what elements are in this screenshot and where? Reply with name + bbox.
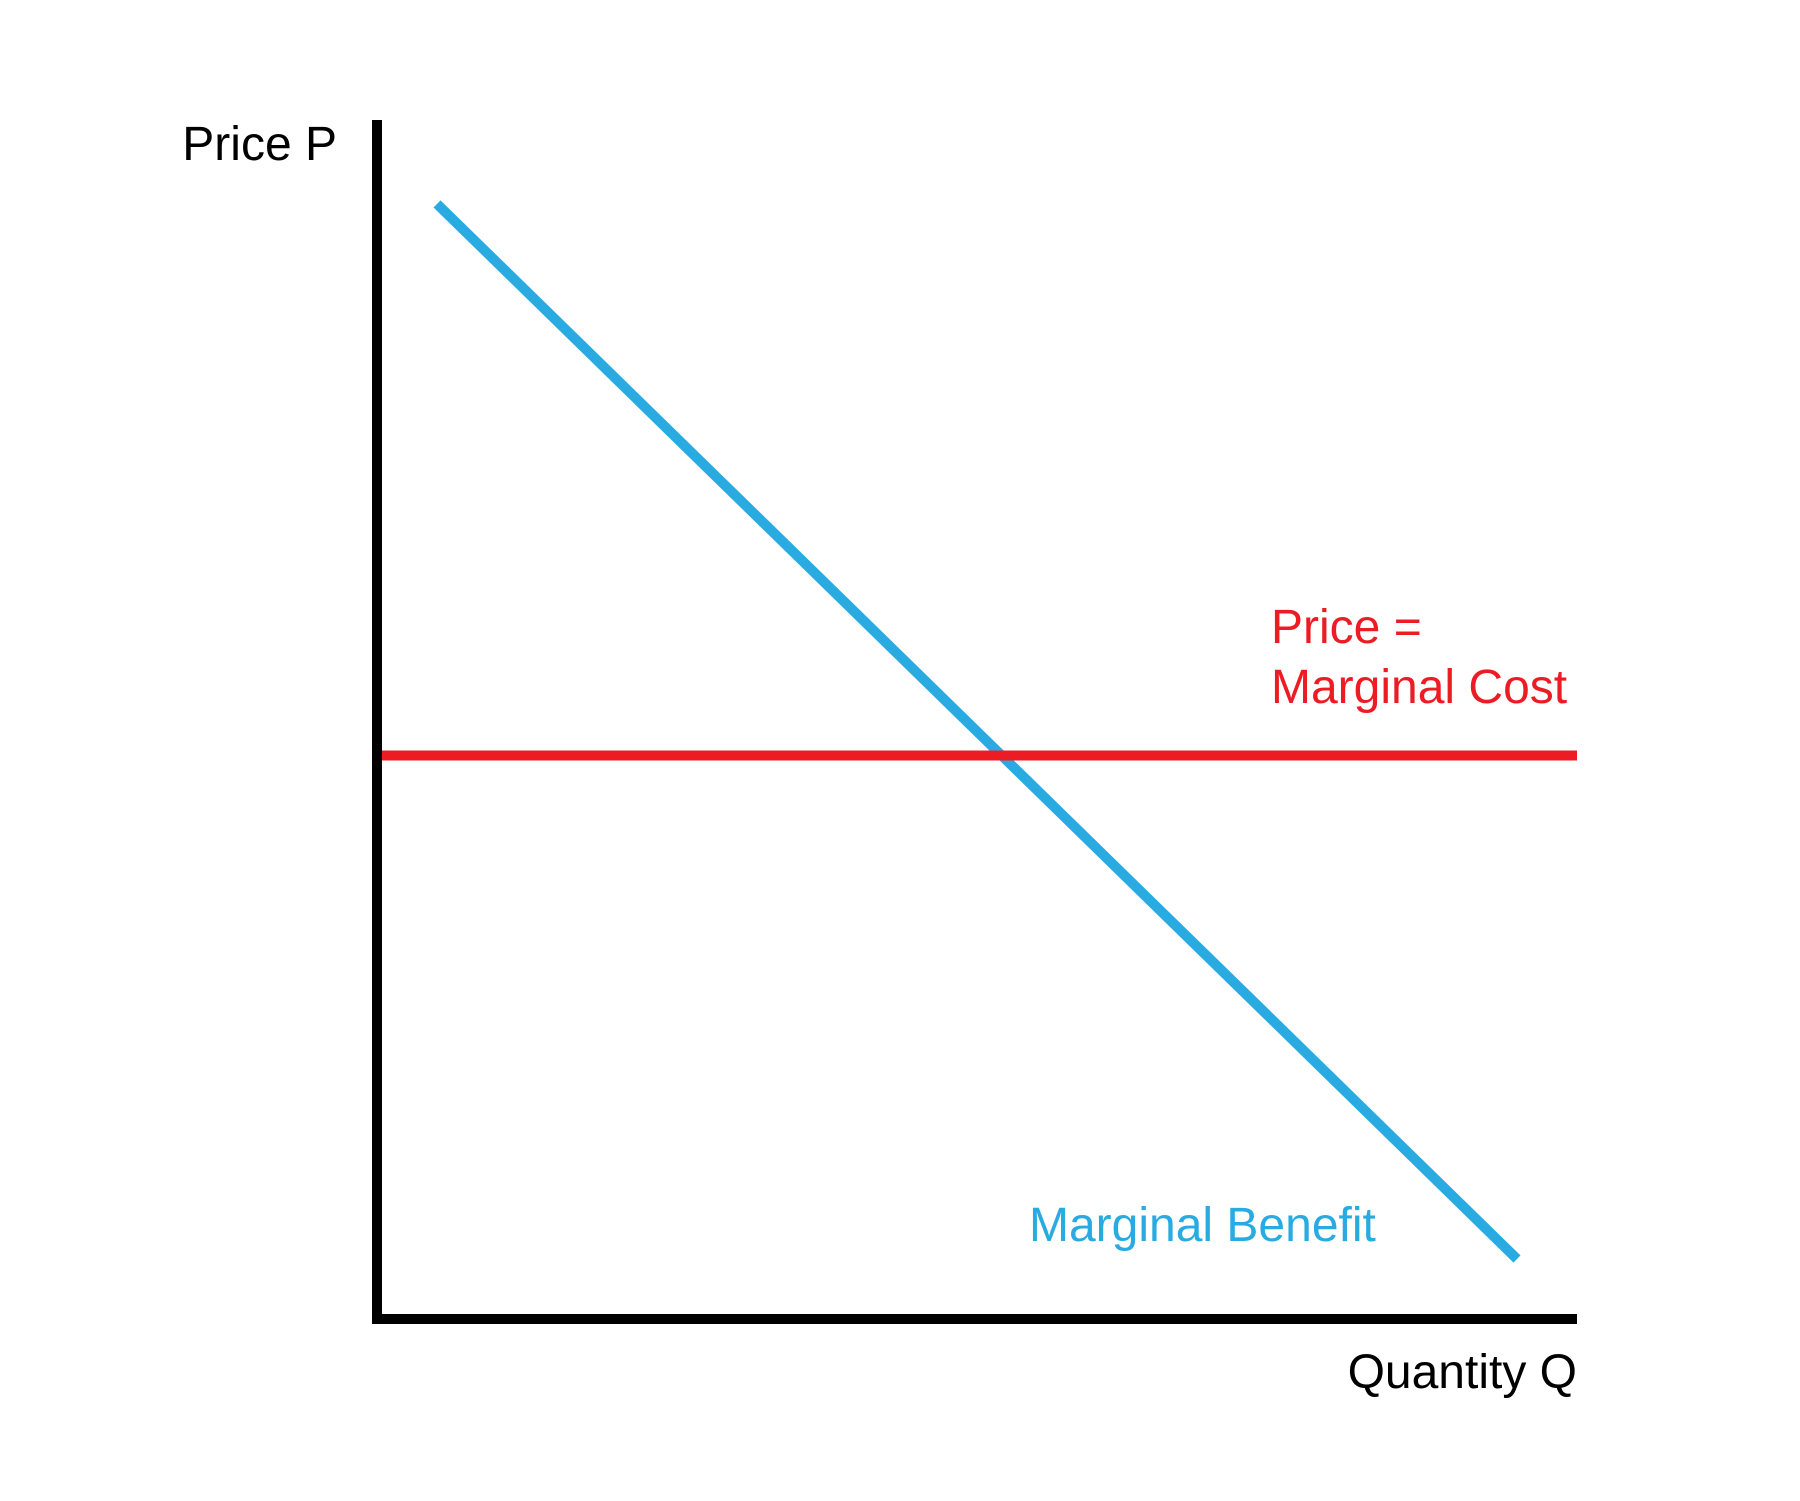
marginal-benefit-line bbox=[433, 200, 1521, 1263]
axes bbox=[372, 120, 1577, 1324]
y-axis-label: Price P bbox=[182, 118, 337, 171]
marginal-cost-label-line-1: Price = bbox=[1271, 601, 1422, 654]
marginal-cost-label-line-2: Marginal Cost bbox=[1271, 661, 1567, 714]
marginal-benefit-label: Marginal Benefit bbox=[1029, 1199, 1376, 1252]
x-axis-label: Quantity Q bbox=[1348, 1346, 1577, 1399]
series-layer bbox=[377, 200, 1577, 1263]
marginal-cost-label: Price = Marginal Cost bbox=[1271, 601, 1567, 714]
